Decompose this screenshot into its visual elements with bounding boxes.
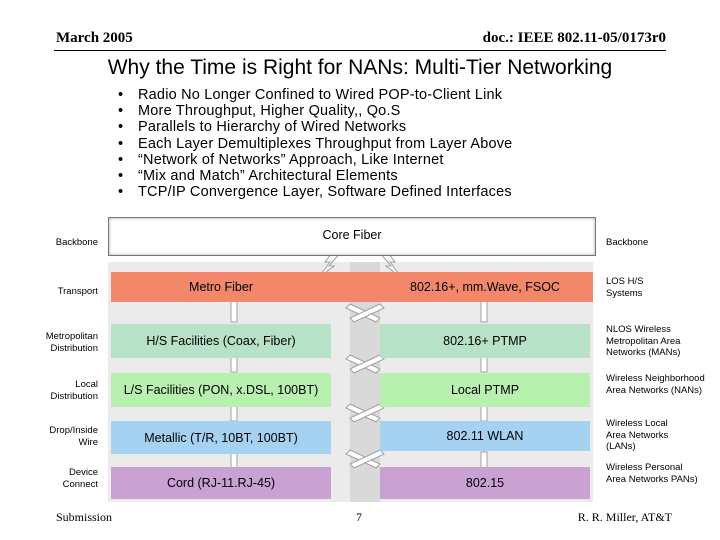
link-right-1 [480, 299, 488, 323]
header-date: March 2005 [56, 30, 133, 46]
right-label-nan: Wireless Neighborhood Area Networks (NAN… [606, 373, 705, 396]
footer-submission: Submission [56, 510, 113, 524]
right-label-backbone: Backbone [606, 237, 649, 248]
cross-4b [349, 449, 385, 469]
link-right-3 [480, 404, 488, 422]
bullet-item: TCP/IP Convergence Layer, Software Defin… [118, 184, 512, 200]
link-right-4 [480, 451, 488, 469]
wired-metro-fiber: Metro Fiber [189, 280, 253, 294]
wired-ls-facilities: L/S Facilities (PON, x.DSL, 100BT) [111, 373, 331, 407]
left-label-local: Local Distribution [50, 379, 98, 402]
bullet-item: “Network of Networks” Approach, Like Int… [118, 152, 512, 168]
link-left-2 [230, 355, 238, 373]
wireless-80215: 802.15 [380, 467, 590, 499]
wired-metallic: Metallic (T/R, 10BT, 100BT) [111, 421, 331, 454]
wired-hs-facilities: H/S Facilities (Coax, Fiber) [111, 324, 331, 358]
bullet-item: “Mix and Match” Architectural Elements [118, 168, 512, 184]
wireless-local-ptmp: Local PTMP [380, 373, 590, 407]
slide-title: Why the Time is Right for NANs: Multi-Ti… [107, 56, 613, 79]
left-label-device: Device Connect [62, 467, 98, 490]
right-label-lan: Wireless Local Area Networks (LANs) [606, 418, 669, 452]
right-label-los: LOS H/S Systems [606, 276, 644, 299]
link-right-2 [480, 355, 488, 373]
link-left-4 [230, 451, 238, 469]
bullet-item: Parallels to Hierarchy of Wired Networks [118, 119, 512, 135]
wireless-80211-wlan: 802.11 WLAN [380, 421, 590, 451]
wired-cord: Cord (RJ-11.RJ-45) [111, 467, 331, 499]
footer-page-number: 7 [356, 510, 362, 524]
wireless-80216-mmwave: 802.16+, mm.Wave, FSOC [410, 280, 560, 294]
core-fiber-box: Core Fiber [108, 217, 596, 256]
header-rule [54, 50, 666, 51]
right-label-nlos: NLOS Wireless Metropolitan Area Networks… [606, 324, 681, 358]
bullet-item: Radio No Longer Confined to Wired POP-to… [118, 87, 512, 103]
wireless-80216-ptmp: 802.16+ PTMP [380, 324, 590, 358]
right-label-pan: Wireless Personal Area Networks PANs) [606, 462, 698, 485]
footer-author: R. R. Miller, AT&T [577, 510, 672, 524]
cross-1b [349, 303, 385, 323]
left-label-backbone: Backbone [55, 237, 98, 248]
bullet-item: More Throughput, Higher Quality,, Qo.S [118, 103, 512, 119]
left-label-metro: Metropolitan Distribution [45, 331, 98, 354]
link-left-3 [230, 404, 238, 422]
bullet-list: Radio No Longer Confined to Wired POP-to… [118, 87, 512, 201]
left-label-drop: Drop/Inside Wire [49, 425, 98, 448]
header-doc-id: doc.: IEEE 802.11-05/0173r0 [482, 30, 666, 46]
left-label-transport: Transport [57, 286, 98, 297]
transport-row [111, 272, 593, 302]
link-left-1 [230, 299, 238, 323]
bullet-item: Each Layer Demultiplexes Throughput from… [118, 136, 512, 152]
